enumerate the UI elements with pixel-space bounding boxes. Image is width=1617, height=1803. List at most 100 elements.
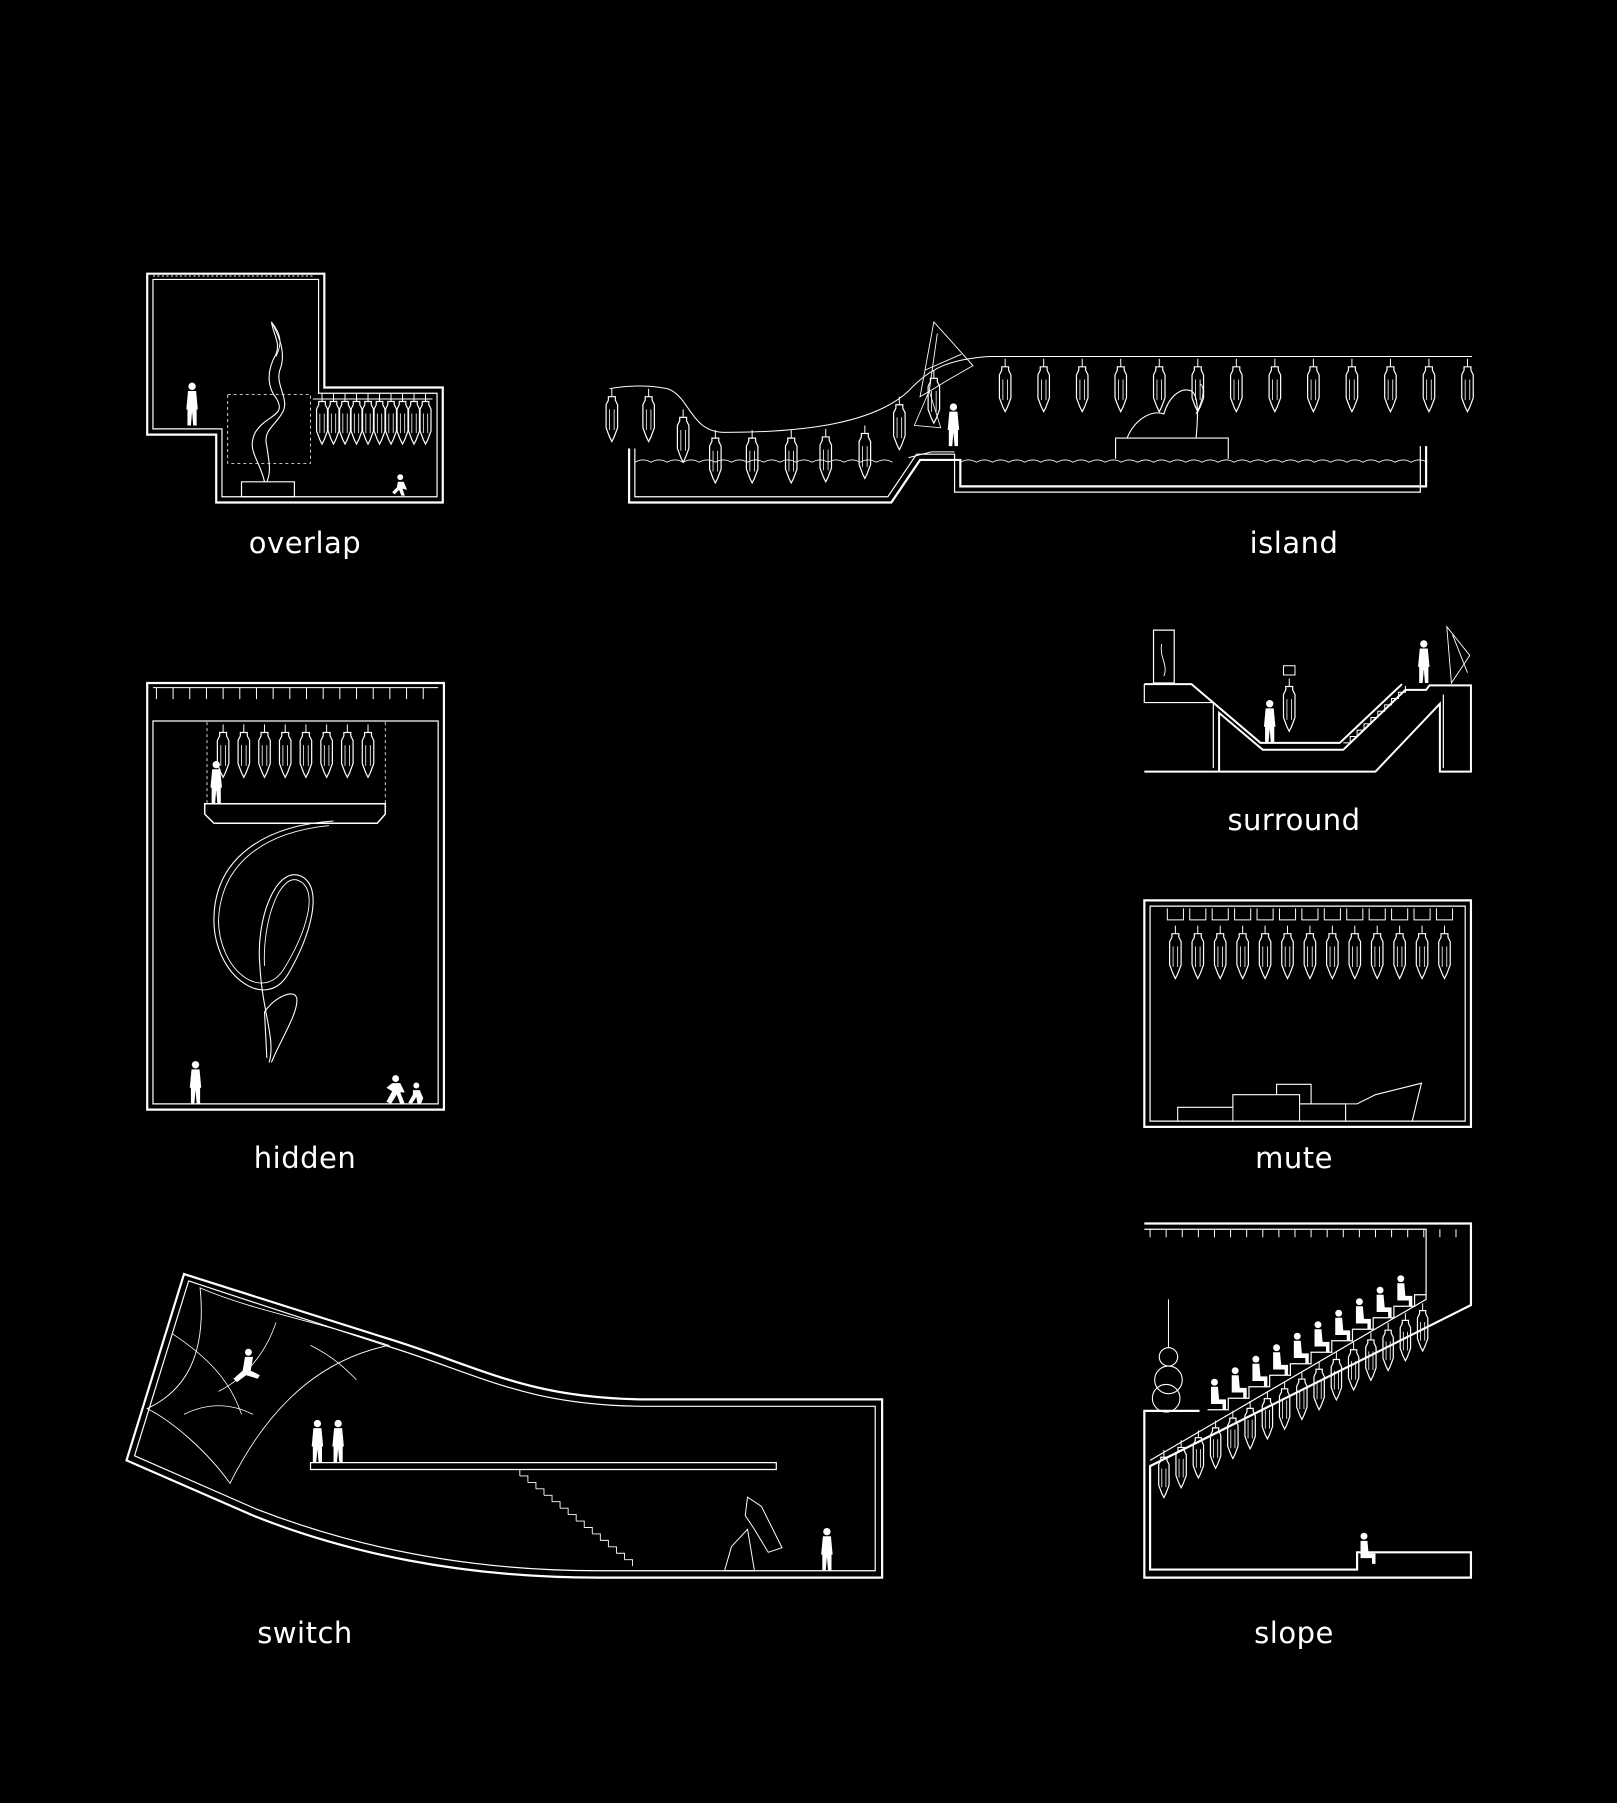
- island-pods: [605, 358, 1474, 484]
- hanging-pod: [384, 393, 398, 445]
- hanging-pod: [676, 408, 690, 463]
- hanging-pod: [1261, 1390, 1274, 1440]
- hanging-pod: [361, 393, 375, 445]
- hanging-pod: [361, 723, 375, 779]
- seated-person: [1211, 1378, 1226, 1410]
- hanging-pod: [1209, 1420, 1222, 1469]
- overlap-pods: [315, 393, 432, 445]
- overlap-section-drawing: [147, 274, 443, 503]
- hanging-pod: [1438, 924, 1451, 980]
- hanging-pod: [605, 387, 619, 443]
- hanging-pod: [407, 393, 421, 445]
- island-person: [947, 403, 960, 447]
- hanging-pod: [1306, 358, 1320, 413]
- hanging-pod: [1175, 1439, 1187, 1489]
- surround-walking-person: [1263, 700, 1276, 743]
- label-overlap: overlap: [248, 526, 362, 560]
- switch-person-floor: [821, 1527, 833, 1571]
- hidden-children-playing: [386, 1075, 424, 1104]
- label-hidden: hidden: [253, 1141, 357, 1175]
- hanging-pod: [278, 723, 292, 779]
- hanging-pod: [419, 393, 432, 445]
- seated-person: [1335, 1309, 1351, 1341]
- hanging-pod: [1191, 924, 1205, 980]
- seated-person: [1397, 1275, 1413, 1307]
- hanging-pod: [1229, 358, 1243, 413]
- label-surround: surround: [1227, 803, 1361, 837]
- hanging-pod: [1258, 924, 1272, 980]
- hanging-pod: [1422, 358, 1436, 413]
- slope-section-drawing: [1144, 1223, 1471, 1577]
- switch-person-left: [311, 1419, 324, 1463]
- slope-person-seated-floor: [1360, 1532, 1376, 1564]
- hanging-pod: [299, 723, 313, 779]
- hanging-pod: [1348, 924, 1362, 980]
- hanging-pod: [1236, 924, 1250, 980]
- switch-floating-person: [233, 1348, 260, 1383]
- hidden-section-drawing: [147, 683, 444, 1110]
- switch-person-right: [332, 1419, 344, 1463]
- hanging-pod: [1037, 358, 1051, 413]
- hanging-pod: [1345, 358, 1359, 413]
- seated-person: [1273, 1344, 1289, 1376]
- label-island: island: [1249, 526, 1339, 560]
- surround-standing-person: [1418, 640, 1430, 684]
- hanging-pod: [642, 387, 656, 443]
- hanging-pod: [1296, 1371, 1308, 1421]
- seated-person: [1231, 1367, 1247, 1399]
- hanging-pod: [396, 393, 409, 445]
- hanging-pod: [1281, 924, 1294, 980]
- mute-section-drawing: [1144, 900, 1471, 1127]
- hanging-pod: [1268, 358, 1282, 413]
- hanging-pod: [350, 393, 363, 445]
- label-slope: slope: [1254, 1616, 1334, 1650]
- hidden-person-floor: [189, 1061, 202, 1104]
- hanging-pod: [1227, 1410, 1239, 1460]
- seated-person: [1293, 1332, 1309, 1364]
- hanging-pod: [338, 393, 352, 445]
- slope-seated-audience: [1211, 1275, 1413, 1410]
- hanging-pod: [237, 723, 251, 779]
- seated-person: [1376, 1286, 1392, 1318]
- surround-pod: [1282, 677, 1296, 733]
- hanging-pod: [1370, 924, 1384, 980]
- hanging-pod: [708, 429, 722, 484]
- hanging-pod: [1114, 358, 1128, 413]
- hanging-pod: [1075, 358, 1089, 413]
- hanging-pod: [858, 424, 872, 480]
- hanging-pod: [1168, 924, 1182, 980]
- hanging-pod: [1393, 924, 1407, 980]
- hanging-pod: [819, 428, 833, 483]
- hanging-pod: [927, 369, 941, 424]
- hanging-pod: [1415, 924, 1429, 980]
- hanging-pod: [745, 429, 759, 484]
- slope-pods: [1158, 1302, 1429, 1499]
- hanging-pod: [1244, 1400, 1256, 1450]
- hanging-pod: [1278, 1380, 1291, 1430]
- hanging-pod: [1383, 358, 1397, 413]
- seated-person: [1314, 1321, 1330, 1353]
- seated-person: [1355, 1298, 1371, 1330]
- switch-section-drawing: [127, 1274, 883, 1578]
- island-section-drawing: [610, 322, 1473, 503]
- hanging-pod: [340, 723, 354, 779]
- hanging-pod: [1325, 924, 1339, 980]
- hanging-pod: [998, 358, 1012, 413]
- overlap-person: [186, 382, 198, 426]
- hanging-pod: [1213, 924, 1227, 980]
- hanging-pod: [1313, 1361, 1325, 1411]
- hanging-pod: [1330, 1351, 1343, 1401]
- hidden-person-platform: [210, 760, 222, 804]
- seated-person: [1252, 1355, 1268, 1387]
- mute-pods: [1168, 924, 1451, 980]
- overlap-child-running: [392, 474, 408, 496]
- hanging-pod: [320, 723, 334, 779]
- hanging-pod: [315, 393, 329, 445]
- hanging-pod: [1303, 924, 1317, 980]
- label-switch: switch: [257, 1616, 353, 1650]
- hanging-pod: [373, 393, 386, 445]
- hanging-pod: [1158, 1449, 1170, 1499]
- hanging-pod: [327, 393, 340, 445]
- hidden-pods: [216, 723, 375, 779]
